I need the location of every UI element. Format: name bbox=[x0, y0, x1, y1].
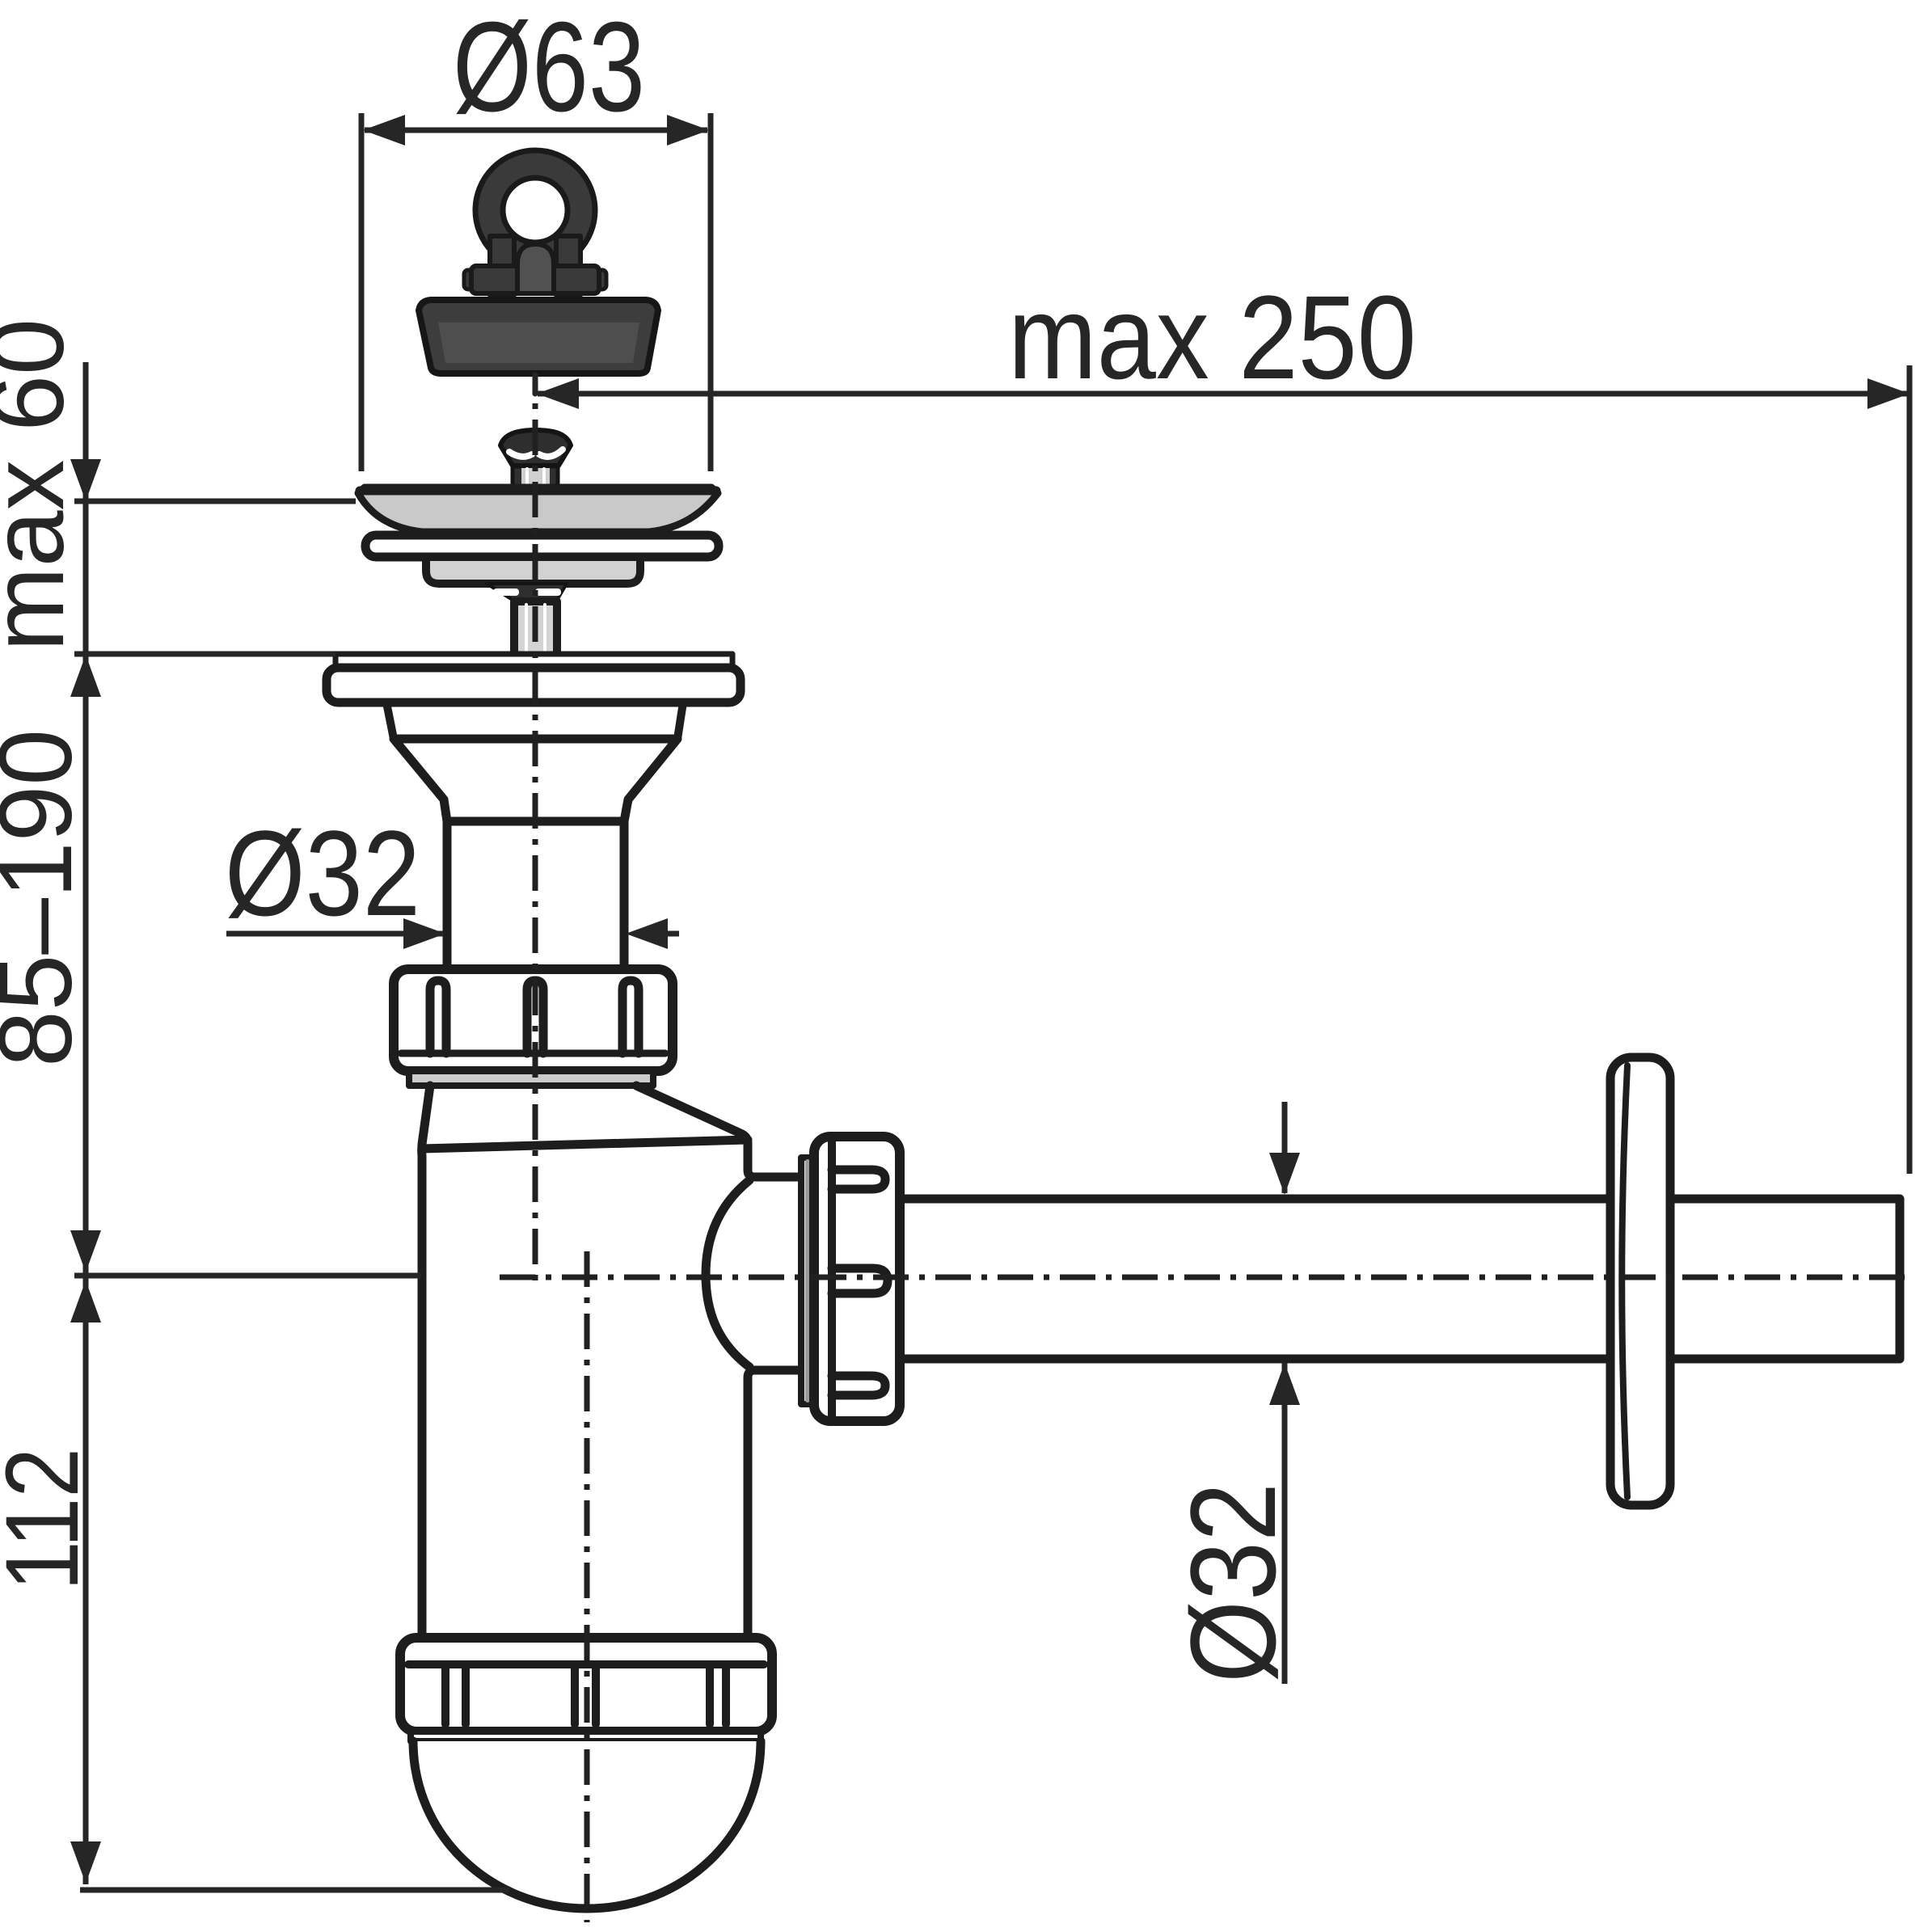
svg-text:Ø32: Ø32 bbox=[225, 805, 420, 941]
svg-text:Ø63: Ø63 bbox=[453, 0, 645, 138]
svg-text:112: 112 bbox=[0, 1448, 100, 1591]
svg-text:max 250: max 250 bbox=[1008, 272, 1416, 404]
svg-text:85–190: 85–190 bbox=[0, 729, 94, 1067]
svg-text:max 60: max 60 bbox=[0, 318, 86, 652]
svg-text:Ø32: Ø32 bbox=[1165, 1483, 1301, 1683]
